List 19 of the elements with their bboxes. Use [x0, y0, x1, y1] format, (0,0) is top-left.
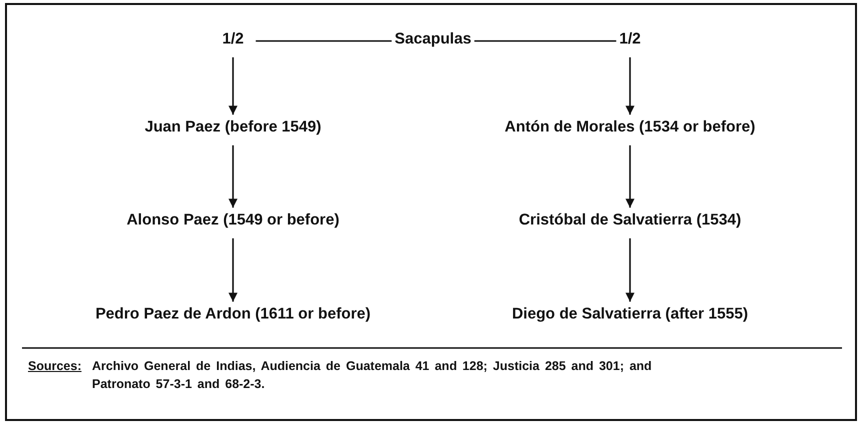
name-text: Sacapulas	[392, 30, 474, 50]
arrow	[626, 57, 634, 115]
arrow	[228, 238, 238, 302]
name-text: Antón de Morales (1534 or before)	[502, 118, 758, 138]
arrow	[626, 238, 634, 302]
sources-note: Archivo General de Indias, Audiencia de Guatemala 41 and 128; Justicia 285 and 301; and Patronato 57-3-1 and 68-2-3.	[92, 358, 652, 393]
sources-heading: Sources:	[28, 358, 82, 375]
name-text: Juan Paez (before 1549)	[142, 118, 324, 138]
name-text: Alonso Paez (1549 or before)	[124, 212, 342, 230]
connector-line	[474, 40, 616, 42]
arrow	[228, 57, 238, 115]
name-text: 1/2	[220, 30, 246, 50]
arrow	[626, 145, 634, 208]
name-text: Cristóbal de Salvatierra (1534)	[516, 212, 744, 230]
connector-line	[256, 40, 392, 42]
name-text: Diego de Salvatierra (after 1555)	[510, 306, 750, 324]
arrow	[228, 145, 238, 208]
name-text: Pedro Paez de Ardon (1611 or before)	[93, 306, 373, 324]
name-text: 1/2	[617, 30, 643, 50]
